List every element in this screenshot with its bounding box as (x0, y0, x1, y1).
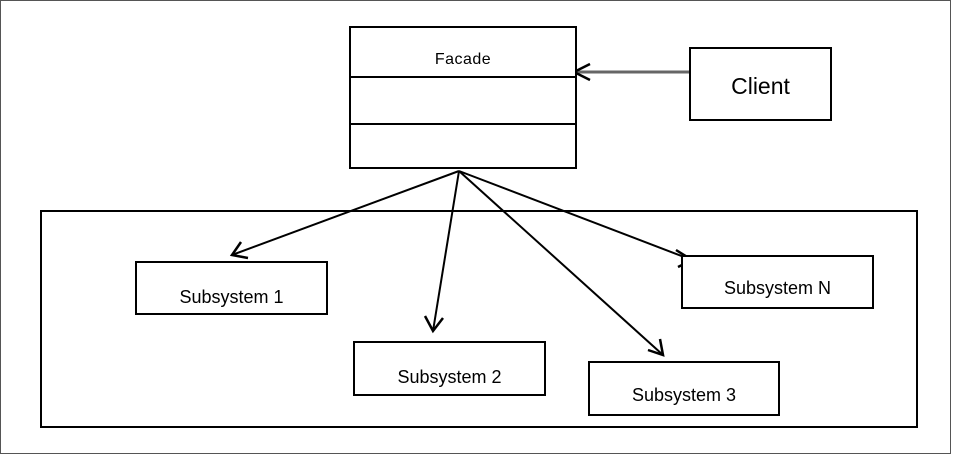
facade-title: Facade (434, 51, 492, 68)
subsystem-1-box: Subsystem 1 (135, 261, 328, 315)
facade-divider-1 (351, 76, 575, 78)
subsystem-3-box: Subsystem 3 (588, 361, 780, 416)
arrowhead-subsystem-2 (423, 315, 444, 334)
arrowhead-subsystem-3 (647, 338, 665, 357)
arrow-to-subsystem-3 (458, 170, 664, 356)
arrow-to-subsystem-2 (432, 170, 460, 332)
subsystem-n-box: Subsystem N (681, 255, 874, 309)
subsystem-1-label: Subsystem 1 (179, 287, 284, 307)
arrowhead-subsystem-1 (229, 241, 249, 260)
subsystem-n-label: Subsystem N (723, 278, 832, 298)
subsystem-2-box: Subsystem 2 (353, 341, 546, 396)
subsystem-3-label: Subsystem 3 (631, 385, 737, 405)
subsystem-container (40, 210, 918, 428)
subsystem-2-label: Subsystem 2 (397, 367, 502, 387)
arrow-to-subsystem-n (458, 170, 693, 261)
arrow-to-subsystem-1 (231, 170, 460, 256)
client-label: Client (731, 73, 790, 99)
facade-divider-2 (351, 123, 575, 125)
client-box: Client (689, 47, 832, 121)
facade-class-box: Facade (349, 26, 577, 169)
